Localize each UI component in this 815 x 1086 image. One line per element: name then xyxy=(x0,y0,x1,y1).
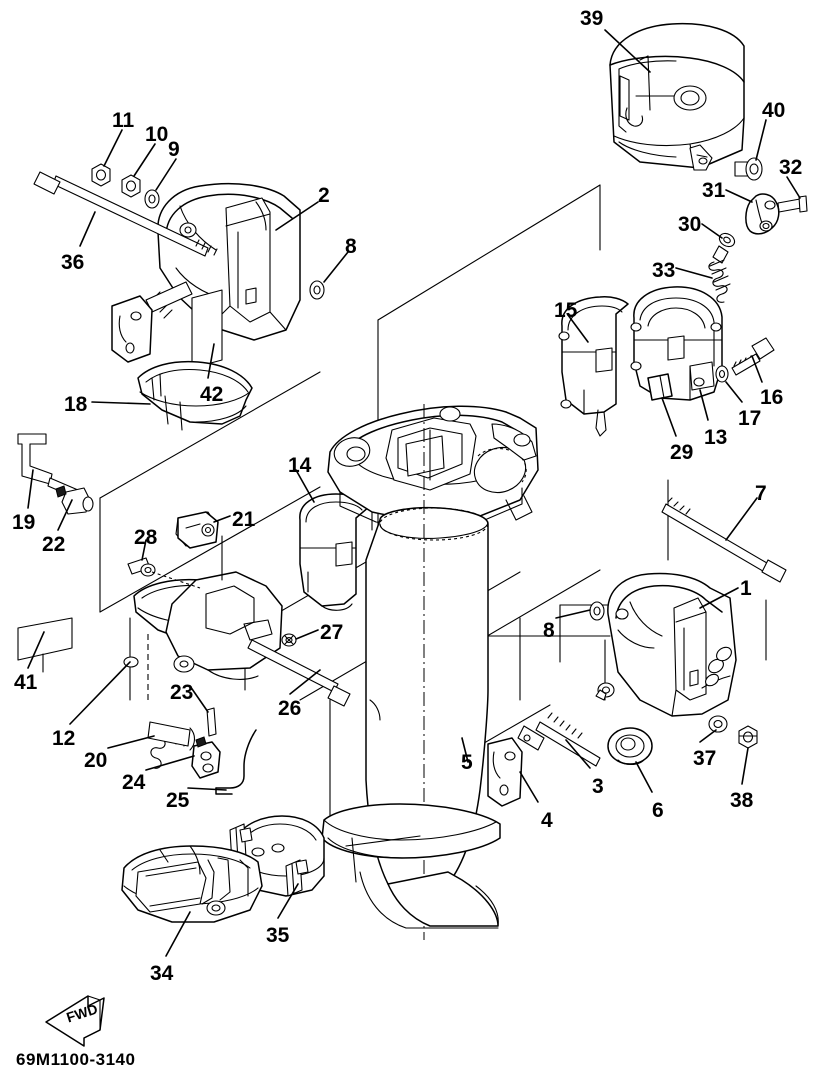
callout-number-27: 27 xyxy=(320,621,344,644)
part-42-plate xyxy=(191,289,223,369)
part-9-washer xyxy=(144,189,160,209)
part-1-clamp-bracket xyxy=(607,572,737,717)
callout-number-6: 6 xyxy=(652,799,664,822)
callout-number-24: 24 xyxy=(122,771,146,794)
callout-number-14: 14 xyxy=(288,454,312,477)
callout-number-29: 29 xyxy=(670,441,694,464)
diagram-code-label: 69M1100-3140 xyxy=(16,1050,136,1069)
callout-number-16: 16 xyxy=(760,386,784,409)
part-25-rod xyxy=(215,729,257,795)
part-5-pin xyxy=(450,729,479,751)
callout-number-36: 36 xyxy=(61,251,85,274)
part-40-bolt xyxy=(734,157,763,181)
part-6-bushing xyxy=(607,727,653,766)
callout-number-9: 9 xyxy=(168,138,180,161)
callout-number-18: 18 xyxy=(64,393,88,416)
callout-number-38: 38 xyxy=(730,789,754,812)
part-18-mount-cover xyxy=(137,360,253,431)
part-4-swivel-pad xyxy=(487,737,523,807)
callout-number-41: 41 xyxy=(14,671,38,694)
callout-number-42: 42 xyxy=(200,383,224,406)
part-36-bolt xyxy=(33,171,218,257)
part-38-nut xyxy=(738,725,758,749)
part-17-washer xyxy=(715,365,729,383)
part-24-bracket xyxy=(191,736,221,779)
callout-number-4: 4 xyxy=(541,809,553,832)
callout-number-32: 32 xyxy=(779,156,803,179)
part-22-joint xyxy=(55,485,94,515)
fwd-direction-label: FWD xyxy=(64,1000,100,1026)
callout-number-26: 26 xyxy=(278,697,302,720)
callout-number-37: 37 xyxy=(693,747,717,770)
part-35-mount xyxy=(229,815,325,897)
upper-casing-and-driveshaft-housing xyxy=(321,404,539,940)
callout-number-30: 30 xyxy=(678,213,702,236)
callout-number-13: 13 xyxy=(704,426,728,449)
part-10-nut xyxy=(121,174,141,198)
part-33-spring xyxy=(708,259,731,303)
callout-number-11: 11 xyxy=(112,109,135,132)
callout-number-19: 19 xyxy=(12,511,36,534)
callout-number-25: 25 xyxy=(166,789,190,812)
part-14-rubber-mount xyxy=(299,493,371,611)
construction-lines xyxy=(99,184,767,833)
part-21-bushing xyxy=(177,511,219,549)
part-8-washer-left xyxy=(309,280,325,300)
callout-number-15: 15 xyxy=(554,299,578,322)
part-41-plate xyxy=(17,617,73,673)
callout-number-33: 33 xyxy=(652,259,676,282)
callout-number-8: 8 xyxy=(345,235,357,258)
part-30-pin xyxy=(712,232,736,264)
callout-number-17: 17 xyxy=(738,407,762,430)
callout-number-12: 12 xyxy=(52,727,76,750)
callout-number-40: 40 xyxy=(762,99,786,122)
part-11-nut xyxy=(91,163,111,187)
callout-number-20: 20 xyxy=(84,749,108,772)
callout-number-21: 21 xyxy=(232,508,256,531)
part-20-spring xyxy=(147,721,196,769)
part-37-washer xyxy=(708,715,728,733)
part-29-damper xyxy=(647,373,673,401)
callout-number-7: 7 xyxy=(755,482,767,505)
callout-number-39: 39 xyxy=(580,7,604,30)
part-16-bolt xyxy=(731,337,775,376)
callout-number-31: 31 xyxy=(702,179,726,202)
part-7-long-bolt xyxy=(661,497,787,583)
part-3-clamp-screw xyxy=(517,682,615,767)
callout-number-1: 1 xyxy=(740,577,752,600)
part-34-mount xyxy=(121,845,263,923)
callout-number-22: 22 xyxy=(42,533,66,556)
callout-number-28: 28 xyxy=(134,526,158,549)
part-28-nipple xyxy=(127,557,201,589)
part-19-shift-rod xyxy=(17,433,79,499)
part-23-pin xyxy=(206,707,217,737)
part-8-washer-right xyxy=(589,601,605,621)
part-2-clamp-bracket xyxy=(111,182,301,363)
part-27-washer xyxy=(281,633,297,647)
part-13-swivel-bracket xyxy=(630,286,723,401)
callout-number-34: 34 xyxy=(150,962,174,985)
callout-number-2: 2 xyxy=(318,184,330,207)
part-31-lever xyxy=(745,193,780,235)
part-32-screw xyxy=(777,195,808,213)
part-39-cover xyxy=(609,22,745,171)
callout-number-3: 3 xyxy=(592,775,604,798)
callout-number-8b: 8 xyxy=(543,619,555,642)
callout-number-5: 5 xyxy=(461,751,473,774)
callout-number-35: 35 xyxy=(266,924,290,947)
callout-number-10: 10 xyxy=(145,123,169,146)
callout-number-23: 23 xyxy=(170,681,194,704)
